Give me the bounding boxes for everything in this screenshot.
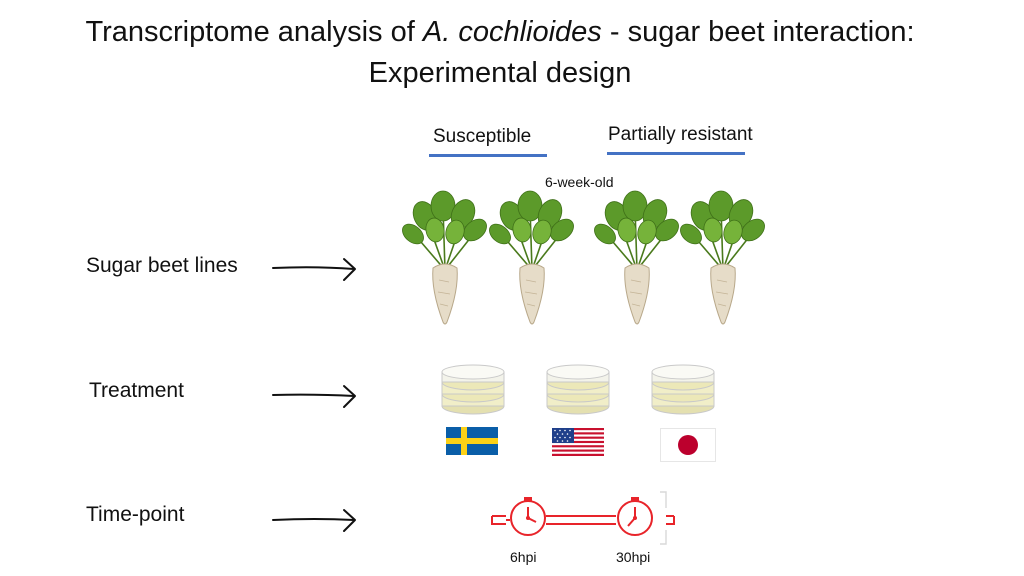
title-line-1: Transcriptome analysis of A. cochlioides…: [85, 16, 915, 48]
arrow-icon: [272, 258, 356, 281]
group-partially-resistant-underline: [607, 152, 745, 155]
plant-age-label: 6-week-old: [545, 174, 614, 190]
group-susceptible-label: Susceptible: [433, 126, 532, 147]
arrow-icon: [272, 385, 356, 408]
flag-usa-icon: [552, 428, 604, 456]
petri-dish-stack-icon: [441, 364, 505, 415]
row-label-time-point: Time-point: [86, 503, 185, 526]
group-susceptible-underline: [429, 154, 547, 157]
clock-icon: [617, 497, 653, 536]
sugar-beet-plant-icon: [594, 190, 679, 325]
flag-japan-icon: [660, 428, 716, 462]
timepoint-label-6hpi: 6hpi: [510, 549, 537, 565]
page-title: Transcriptome analysis of A. cochlioides…: [0, 12, 1000, 94]
title-line-2: Experimental design: [368, 57, 632, 89]
petri-dish-stack-icon: [651, 364, 715, 415]
sugar-beet-plant-icon: [489, 190, 574, 325]
sugar-beet-plant-icon: [680, 190, 765, 325]
clock-icon: [510, 497, 546, 536]
arrow-icon: [272, 509, 356, 532]
species-name: A. cochlioides: [422, 16, 602, 48]
row-label-treatment: Treatment: [89, 379, 184, 402]
timeline: [491, 491, 675, 545]
group-partially-resistant-label: Partially resistant: [608, 124, 753, 145]
timepoint-label-30hpi: 30hpi: [616, 549, 651, 565]
row-label-sugar-beet-lines: Sugar beet lines: [86, 254, 238, 277]
petri-dish-stack-icon: [546, 364, 610, 415]
sugar-beet-plant-icon: [402, 190, 487, 325]
flag-sweden-icon: [446, 427, 498, 455]
